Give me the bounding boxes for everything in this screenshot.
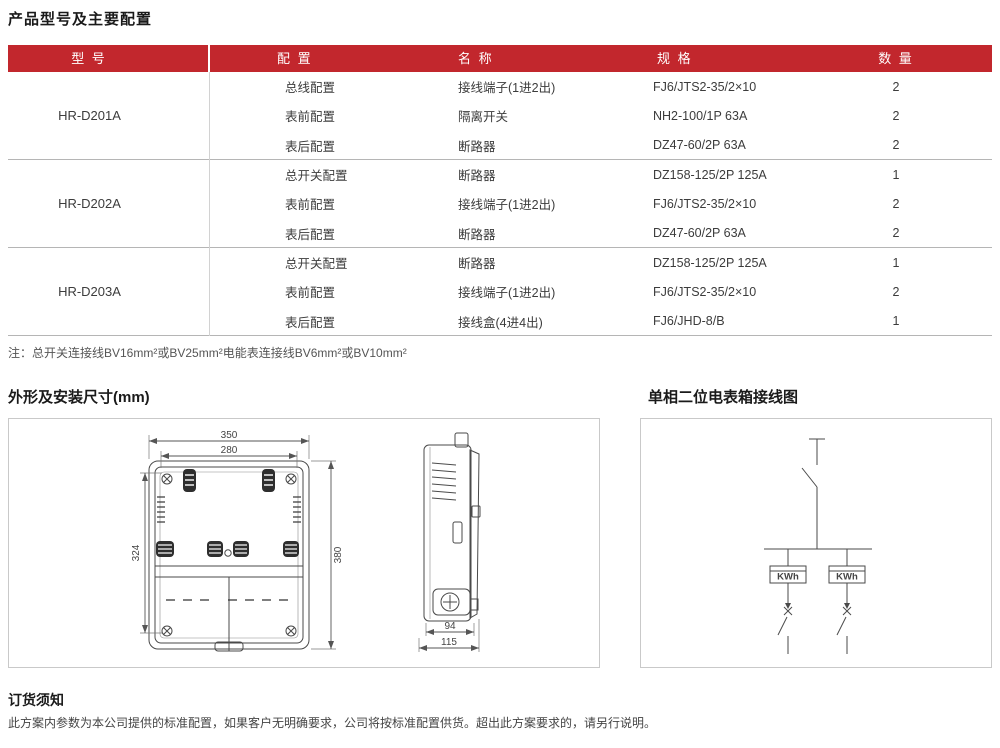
dim-label-115: 115 (441, 637, 457, 648)
front-view-dimensions: 350 280 324 380 (131, 430, 344, 650)
arrow-down-icon (844, 603, 850, 609)
qty-cell: 1 (892, 314, 900, 329)
table-group-hr-d201a: HR-D201A 总线配置 接线端子(1进2出) FJ6/JTS2-35/2×1… (8, 72, 992, 160)
page-title: 产品型号及主要配置 (8, 11, 153, 28)
name-cell: 断路器 (458, 257, 496, 272)
config-cell: 总线配置 (285, 81, 336, 96)
meter-box-dimension-drawing: 350 280 324 380 (131, 430, 481, 652)
table-row: 表前配置 隔离开关 NH2-100/1P 63A 2 (210, 101, 992, 130)
outgoing-breaker-symbol (836, 616, 847, 636)
table-group-hr-d202a: HR-D202A 总开关配置 断路器 DZ158-125/2P 125A 1 表… (8, 160, 992, 248)
meter-branch-2 (828, 549, 866, 654)
qty-cell: 2 (892, 108, 900, 123)
spec-cell: FJ6/JTS2-35/2×10 (653, 196, 757, 211)
name-cell: 隔离开关 (458, 110, 509, 125)
config-cell: 总开关配置 (285, 169, 348, 184)
name-cell: 接线端子(1进2出) (458, 286, 556, 301)
qty-cell: 2 (892, 226, 900, 241)
config-cell: 表前配置 (285, 110, 336, 125)
config-cell: 表前配置 (285, 286, 336, 301)
meter-branch-1 (769, 549, 807, 654)
side-vent-slots (157, 496, 301, 523)
ordering-notes-heading: 订货须知 (8, 692, 64, 708)
table-row: 总开关配置 断路器 DZ158-125/2P 125A 1 (210, 248, 992, 277)
side-view-dimensions: 94 115 (418, 619, 480, 652)
dim-label-94: 94 (444, 621, 456, 632)
model-cell: HR-D203A (8, 248, 210, 336)
section-heading-wiring: 单相二位电表箱接线图 (648, 389, 799, 406)
kwh-meter-label: KWh (836, 572, 858, 583)
table-row: 表后配置 接线盒(4进4出) FJ6/JHD-8/B 1 (210, 307, 992, 336)
config-cell: 总开关配置 (285, 257, 348, 272)
spec-cell: DZ47-60/2P 63A (653, 138, 746, 153)
name-cell: 接线端子(1进2出) (458, 81, 556, 96)
table-row: 表前配置 接线端子(1进2出) FJ6/JTS2-35/2×10 2 (210, 277, 992, 306)
product-config-table: 型 号 配 置 名 称 规 格 数 量 HR-D201A 总线配置 接线端子(1… (8, 45, 992, 336)
spec-cell: DZ158-125/2P 125A (653, 255, 767, 270)
table-row: 表前配置 接线端子(1进2出) FJ6/JTS2-35/2×10 2 (210, 189, 992, 218)
column-header-model: 型 号 (8, 45, 210, 72)
wiring-cable-note: 注：总开关连接线BV16mm²或BV25mm²电能表连接线BV6mm²或BV10… (8, 346, 407, 360)
qty-cell: 1 (892, 167, 900, 182)
spec-cell: FJ6/JTS2-35/2×10 (653, 284, 757, 299)
side-view-drawing (423, 432, 481, 622)
ordering-notes-body: 此方案内参数为本公司提供的标准配置，如果客户无明确要求，公司将按标准配置供货。超… (8, 716, 657, 730)
incoming-supply-line (801, 438, 825, 549)
name-cell: 断路器 (458, 169, 496, 184)
qty-cell: 2 (892, 138, 900, 153)
name-cell: 断路器 (458, 139, 496, 154)
spec-cell: FJ6/JHD-8/B (653, 314, 725, 329)
cable-entry-blocks (156, 541, 299, 557)
config-cell: 表后配置 (285, 315, 336, 330)
qty-cell: 1 (892, 255, 900, 270)
table-group-hr-d203a: HR-D203A 总开关配置 断路器 DZ158-125/2P 125A 1 表… (8, 248, 992, 336)
qty-cell: 2 (892, 284, 900, 299)
column-header-qty: 数 量 (878, 51, 914, 66)
wiring-diagram-box: KWh KWh (640, 418, 992, 668)
table-row: 表后配置 断路器 DZ47-60/2P 63A 2 (210, 219, 992, 248)
qty-cell: 2 (892, 196, 900, 211)
side-vent-slats (431, 462, 457, 501)
config-cell: 表前配置 (285, 198, 336, 213)
spec-cell: FJ6/JTS2-35/2×10 (653, 79, 757, 94)
model-cell: HR-D201A (8, 72, 210, 160)
column-header-name: 名 称 (458, 51, 494, 66)
front-view-drawing (148, 460, 310, 652)
side-lock (432, 588, 471, 616)
table-header-row: 型 号 配 置 名 称 规 格 数 量 (8, 45, 992, 72)
model-cell: HR-D202A (8, 160, 210, 248)
table-row: 总开关配置 断路器 DZ158-125/2P 125A 1 (210, 160, 992, 189)
dimension-drawing-box: 350 280 324 380 (8, 418, 600, 668)
config-cell: 表后配置 (285, 227, 336, 242)
main-switch-symbol (801, 467, 818, 488)
name-cell: 接线端子(1进2出) (458, 198, 556, 213)
dim-label-324: 324 (131, 544, 142, 561)
table-row: 总线配置 接线端子(1进2出) FJ6/JTS2-35/2×10 2 (210, 72, 992, 101)
name-cell: 接线盒(4进4出) (458, 315, 543, 330)
arrow-down-icon (785, 603, 791, 609)
qty-cell: 2 (892, 79, 900, 94)
corner-screw-icon (161, 473, 297, 637)
column-header-spec: 规 格 (657, 51, 693, 66)
spec-cell: DZ158-125/2P 125A (653, 167, 767, 182)
wiring-diagram: KWh KWh (764, 438, 872, 654)
dim-label-380: 380 (333, 546, 344, 563)
spec-cell: NH2-100/1P 63A (653, 108, 748, 123)
name-cell: 断路器 (458, 227, 496, 242)
kwh-meter-label: KWh (777, 572, 799, 583)
outgoing-breaker-symbol (777, 616, 788, 636)
config-cell: 表后配置 (285, 139, 336, 154)
dim-label-280: 280 (221, 445, 238, 456)
bottom-latch (214, 641, 244, 652)
dim-label-350: 350 (221, 430, 238, 441)
top-mounting-slots (183, 469, 275, 492)
column-header-config: 配 置 (277, 51, 313, 66)
spec-cell: DZ47-60/2P 63A (653, 226, 746, 241)
section-heading-dimensions: 外形及安装尺寸(mm) (8, 389, 150, 406)
table-row: 表后配置 断路器 DZ47-60/2P 63A 2 (210, 131, 992, 160)
